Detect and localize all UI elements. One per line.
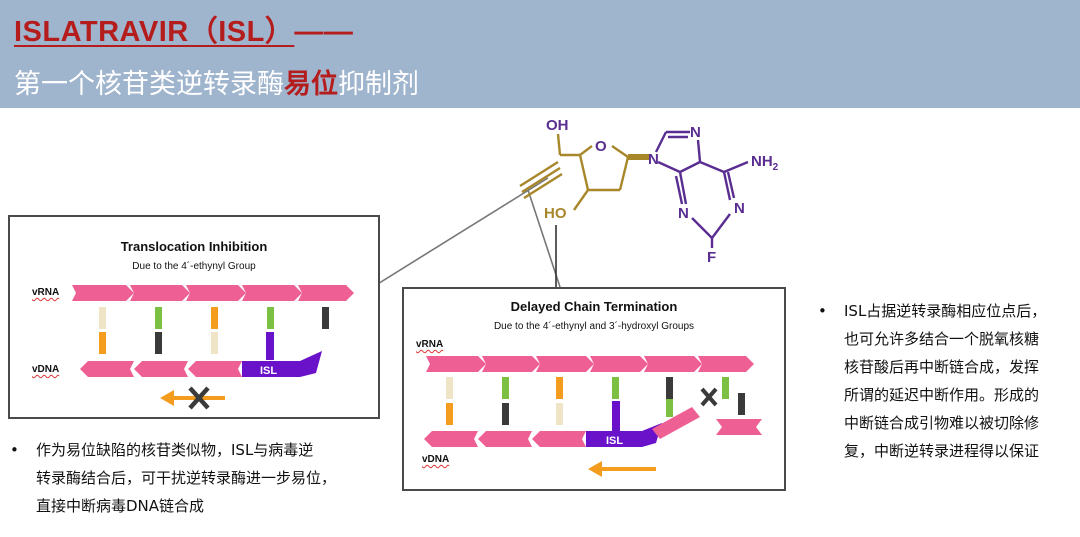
title-highlight: 易位 — [284, 69, 338, 100]
bullet-right-line-2: 也可允许多结合一个脱氧核糖 — [844, 330, 1040, 348]
n-imidazole-top: N — [690, 124, 701, 141]
translocation-vrna-label: vRNA — [32, 287, 60, 298]
bullet-left-line-3: 直接中断病毒DNA链合成 — [36, 497, 205, 515]
ho-label: HO — [544, 205, 567, 222]
bullet-right: • ISL占据逆转录酶相应位点后， 也可允许多结合一个脱氧核糖 核苷酸后再中断链… — [818, 297, 1076, 477]
delayed-vrna-label: vRNA — [416, 339, 444, 350]
n-pyrimidine-left: N — [678, 205, 689, 222]
title-line-1: ISLATRAVIR（ISL）—— — [14, 16, 354, 48]
bullet-right-line-3: 核苷酸后再中断链合成，发挥 — [844, 358, 1040, 376]
translocation-strands: ISL — [72, 285, 354, 410]
islatravir-molecule: OH O HO N N NH2 N N F — [519, 117, 779, 266]
delayed-subtitle: Due to the 4´-ethynyl and 3´-hydroxyl Gr… — [493, 321, 695, 332]
delayed-vdna-label: vDNA — [422, 454, 450, 465]
translocation-inhibition-panel: Translocation Inhibition Due to the 4´-e… — [8, 215, 380, 419]
bullet-right-line-6: 复，中断逆转录进程得以保证 — [844, 442, 1040, 460]
title-dash: —— — [294, 16, 354, 48]
translocation-isl-label: ISL — [260, 365, 277, 377]
oh-top-label: OH — [546, 117, 569, 134]
bullet-left-line-2: 转录酶结合后，可干扰逆转录酶进一步易位， — [36, 469, 337, 487]
fluorine-label: F — [707, 249, 716, 266]
bullet-right-line-4: 所谓的延迟中断作用。形成的 — [844, 386, 1040, 404]
ring-oxygen-label: O — [595, 138, 607, 155]
translocation-subtitle: Due to the 4´-ethynyl Group — [132, 261, 256, 272]
bullet-left: • 作为易位缺陷的核苷类似物，ISL与病毒逆 转录酶结合后，可干扰逆转录酶进一步… — [10, 436, 390, 526]
n-pyrimidine-right: N — [734, 200, 745, 217]
header-banner: ISLATRAVIR（ISL）—— 第一个核苷类逆转录酶易位抑制剂 — [0, 0, 1080, 108]
bullet-left-marker: • — [10, 441, 19, 459]
delayed-strands: ISL — [424, 356, 762, 477]
bullet-left-line-1: 作为易位缺陷的核苷类似物，ISL与病毒逆 — [36, 441, 314, 459]
n-imidazole-left: N — [648, 151, 659, 168]
bullet-right-line-1: ISL占据逆转录酶相应位点后， — [844, 302, 1047, 320]
bullet-right-marker: • — [818, 302, 827, 320]
translocation-vdna-label: vDNA — [32, 364, 60, 375]
nh2-label: NH2 — [751, 153, 779, 173]
delayed-chain-termination-panel: Delayed Chain Termination Due to the 4´-… — [402, 287, 786, 491]
delayed-title: Delayed Chain Termination — [510, 299, 678, 314]
bullet-right-line-5: 中断链合成引物难以被切除修 — [844, 414, 1040, 432]
title-line-2: 第一个核苷类逆转录酶易位抑制剂 — [14, 69, 419, 100]
cleavage-x-icon — [700, 387, 718, 407]
block-x-icon — [188, 386, 210, 410]
delayed-isl-label: ISL — [606, 435, 623, 447]
translocation-title: Translocation Inhibition — [120, 239, 268, 254]
